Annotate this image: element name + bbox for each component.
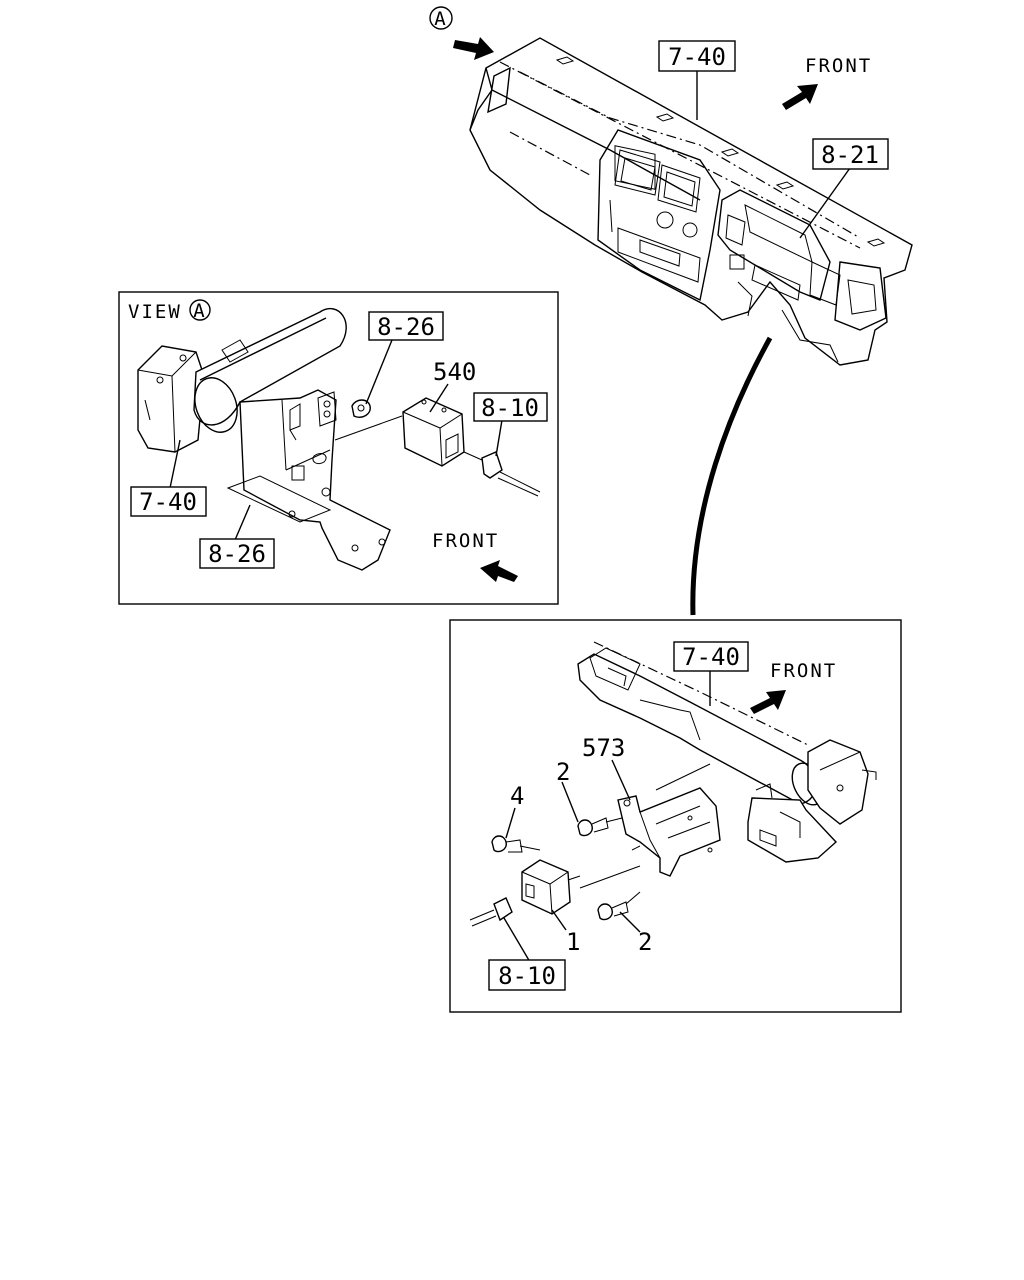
front-arrow-view xyxy=(480,560,518,582)
ref-box-8-10-detail[interactable] xyxy=(488,959,566,991)
detail-frame xyxy=(449,619,902,1013)
view-direction-arrow xyxy=(453,37,494,60)
ref-box-8-26-top[interactable] xyxy=(368,311,444,341)
ref-label-7-40-detail: 7-40 xyxy=(682,643,740,671)
detail-panel: 2 573 4 1 2 8-10 7-40 xyxy=(449,619,902,1013)
ref-label-8-26-top: 8-26 xyxy=(377,313,435,341)
front-label-view: FRONT xyxy=(432,530,499,552)
ref-box-8-26-bottom[interactable] xyxy=(199,538,275,569)
part-label-2-bottom: 2 xyxy=(638,928,652,956)
part-label-4: 4 xyxy=(510,782,524,810)
view-a-marker-letter: A xyxy=(434,8,447,30)
ref-box-8-21[interactable] xyxy=(812,138,889,170)
dashboard-assembly: A xyxy=(429,6,913,616)
ref-label-7-40-view: 7-40 xyxy=(139,488,197,516)
ref-label-8-21: 8-21 xyxy=(821,141,879,169)
front-label-top: FRONT xyxy=(805,55,872,77)
ref-box-7-40-detail[interactable] xyxy=(673,641,749,672)
part-label-540: 540 xyxy=(433,358,476,386)
front-arrow-top xyxy=(782,84,818,110)
ref-box-8-10-view[interactable] xyxy=(473,392,548,422)
ref-label-8-10-detail: 8-10 xyxy=(498,962,556,990)
ref-box-7-40-top[interactable] xyxy=(658,40,736,72)
view-a-marker[interactable]: A xyxy=(429,6,453,30)
view-a-panel: VIEW A xyxy=(118,291,559,605)
view-a-frame xyxy=(118,291,559,605)
ref-label-8-26-bottom: 8-26 xyxy=(208,540,266,568)
front-arrow-detail xyxy=(750,690,786,714)
ref-label-7-40-top: 7-40 xyxy=(668,43,726,71)
view-a-title: VIEW xyxy=(128,301,182,323)
view-a-title-marker: A xyxy=(193,300,206,322)
ref-box-7-40-view[interactable] xyxy=(130,486,207,517)
detail-leader-curve xyxy=(690,336,773,616)
part-label-573: 573 xyxy=(582,734,625,762)
front-label-detail: FRONT xyxy=(770,660,837,682)
part-label-1: 1 xyxy=(566,928,580,956)
ref-label-8-10-view: 8-10 xyxy=(481,394,539,422)
part-label-2-top: 2 xyxy=(556,758,570,786)
